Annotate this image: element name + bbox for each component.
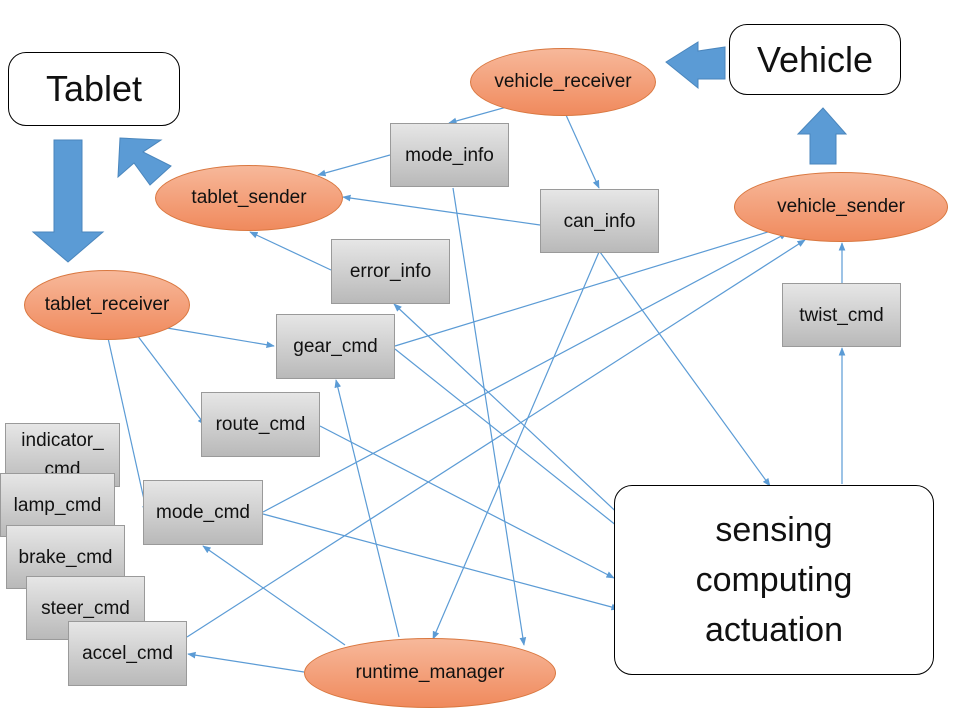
- block-arrows: [31, 41, 848, 263]
- vehicle-receiver-node: vehicle_receiver: [470, 48, 656, 116]
- edge-error-info-tablet-sender: [249, 231, 332, 271]
- system-box: sensing computing actuation: [614, 485, 934, 675]
- edge-accel-vehicle-sender: [186, 239, 806, 638]
- tablet-box: Tablet: [8, 52, 180, 126]
- edge-mode-info-runtime-manager: [452, 187, 527, 646]
- edge-gear-vehicle-sender: [394, 226, 782, 347]
- thin-arrows: [107, 101, 846, 673]
- edge-mode-vehicle-sender: [262, 232, 788, 513]
- block-arrow-sender-to-vehicle: [796, 107, 848, 165]
- block-arrow-vehicle-to-receiver: [665, 41, 726, 90]
- edge-can-info-tablet-sender: [342, 194, 541, 226]
- tablet-sender-node: tablet_sender: [155, 165, 343, 231]
- block-arrow-sender-to-tablet: [117, 137, 172, 186]
- route-cmd-topic: route_cmd: [201, 392, 320, 457]
- mode-cmd-topic: mode_cmd: [143, 480, 263, 545]
- can-info-topic: can_info: [540, 189, 659, 253]
- edge-mode-system: [262, 513, 620, 611]
- vehicle-sender-node: vehicle_sender: [734, 172, 948, 242]
- block-arrow-tablet-to-receiver: [31, 139, 105, 263]
- edge-system-error-info: [393, 303, 626, 521]
- edge-can-info-system: [599, 251, 771, 487]
- edge-tablet-receiver-mode: [107, 337, 149, 514]
- edge-gear-system: [394, 348, 623, 531]
- edge-tablet-receiver-route: [136, 334, 206, 426]
- edge-route-system: [319, 425, 615, 579]
- mode-info-topic: mode_info: [390, 123, 509, 187]
- edge-mode-info-tablet-sender: [317, 154, 391, 177]
- accel-cmd-topic: accel_cmd: [68, 621, 187, 686]
- vehicle-box: Vehicle: [729, 24, 901, 95]
- edge-tablet-receiver-gear: [166, 327, 275, 349]
- edge-runtime-manager-mode: [202, 545, 346, 646]
- edge-runtime-manager-accel: [187, 651, 305, 673]
- gear-cmd-topic: gear_cmd: [276, 314, 395, 379]
- tablet-receiver-node: tablet_receiver: [24, 270, 190, 340]
- edge-runtime-manager-gear: [334, 379, 400, 638]
- edge-vehicle-receiver-can-info: [565, 114, 600, 189]
- twist-cmd-topic: twist_cmd: [782, 283, 901, 347]
- runtime-manager-node: runtime_manager: [304, 638, 556, 708]
- error-info-topic: error_info: [331, 239, 450, 304]
